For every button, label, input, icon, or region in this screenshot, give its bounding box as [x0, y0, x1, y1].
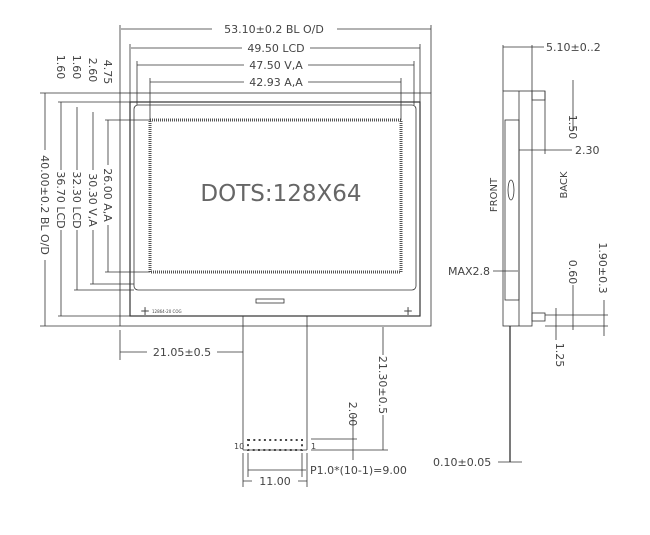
- cross-mark-left: +: [140, 304, 150, 318]
- dim-bl-height: 40.00±0.2 BL O/D: [38, 155, 51, 255]
- active-area: [148, 118, 403, 274]
- dim-1-90: 1.90±0.3: [596, 242, 609, 293]
- dim-bl-width: 53.10±0.2 BL O/D: [224, 23, 324, 36]
- dim-lcd-width: 49.50 LCD: [247, 42, 304, 55]
- lcd-glass: [129, 101, 421, 317]
- pin-10-label: 10: [234, 442, 244, 451]
- dim-1-50: 1.50: [566, 115, 579, 140]
- back-label: BACK: [559, 171, 570, 199]
- dim-offset-4: 4.75: [101, 60, 114, 85]
- dim-tail-offset: 21.05±0.5: [153, 346, 211, 359]
- dim-fpc-thickness: 0.10±0.05: [433, 456, 491, 469]
- part-marking: 12864-20 COG: [152, 309, 182, 314]
- dim-max: MAX2.8: [448, 265, 490, 278]
- front-view: DOTS:128X64 + 12864-20 COG + 53.10±0.2 B…: [38, 22, 432, 488]
- dim-2-30: 2.30: [575, 144, 600, 157]
- dim-pitch: P1.0*(10-1)=9.00: [310, 464, 407, 477]
- dim-va-height: 30.30 V,A: [86, 173, 99, 227]
- dim-offset-1: 1.60: [54, 55, 67, 80]
- dots-label: DOTS:128X64: [200, 181, 361, 207]
- viewing-area: [133, 104, 417, 291]
- dim-thickness: 5.10±0..2: [546, 41, 601, 54]
- dim-tail-length: 21.30±0.5: [376, 356, 389, 414]
- side-view: 5.10±0..2 1.50 2.30 BACK FRONT MAX2.8 0.…: [433, 41, 609, 469]
- dim-pin-length: 2.00: [346, 402, 359, 427]
- dim-lcd-height-2: 32.30 LCD: [70, 171, 83, 228]
- dim-aa-width: 42.93 A,A: [249, 76, 303, 89]
- dim-0-60: 0.60: [566, 260, 579, 285]
- dim-aa-height: 26.00 A,A: [101, 168, 114, 222]
- dim-tail-width: 11.00: [259, 475, 291, 488]
- dim-offset-3: 2.60: [86, 58, 99, 83]
- dim-offset-2: 1.60: [70, 55, 83, 80]
- connector-slot: [255, 298, 285, 304]
- dim-lcd-height: 36.70 LCD: [54, 171, 67, 228]
- front-label: FRONT: [489, 177, 500, 212]
- pin-1-label: 1: [311, 442, 316, 451]
- cross-mark-right: +: [403, 304, 413, 318]
- module-side: [502, 90, 533, 327]
- dim-va-width: 47.50 V,A: [249, 59, 303, 72]
- fpc-pins: [247, 439, 303, 451]
- dim-1-25: 1.25: [553, 343, 566, 368]
- backlight-outline: [119, 92, 432, 327]
